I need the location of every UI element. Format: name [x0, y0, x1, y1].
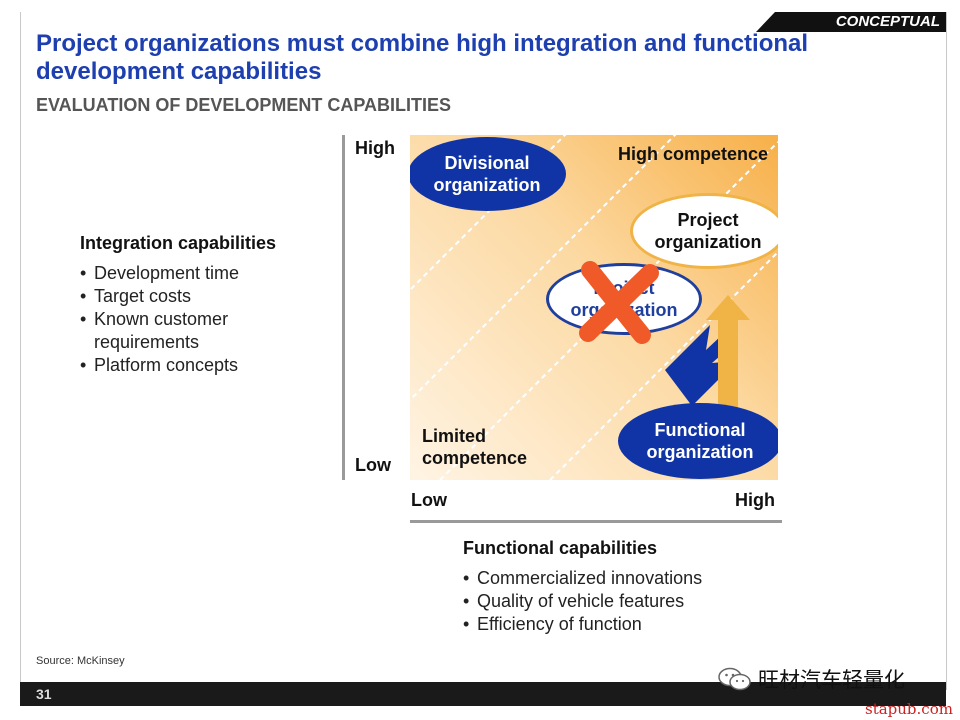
functional-organization: Functional organization	[618, 403, 778, 479]
x-axis-high-label: High	[735, 490, 775, 510]
footer-bar: 31	[20, 682, 946, 706]
wechat-watermark: 旺材汽车轻量化	[718, 664, 905, 694]
list-item: Quality of vehicle features	[463, 590, 793, 613]
list-item: Platform concepts	[80, 354, 330, 377]
functional-heading: Functional capabilities	[463, 538, 658, 558]
conceptual-badge: CONCEPTUAL	[756, 12, 946, 32]
watermark-text: 旺材汽车轻量化	[758, 668, 905, 692]
divisional-organization: Divisional organization	[410, 137, 566, 211]
project-organization-crossed: Project organization	[546, 263, 702, 335]
site-watermark: stapub.com	[865, 700, 953, 718]
orange-arrow-head-icon	[706, 295, 750, 320]
functional-list: Commercialized innovations Quality of ve…	[463, 567, 793, 636]
list-item: Target costs	[80, 285, 330, 308]
list-item: Efficiency of function	[463, 613, 793, 636]
project-organization-target: Project organization	[630, 193, 778, 269]
y-axis-low-label: Low	[355, 455, 391, 475]
y-axis-high-label: High	[355, 138, 395, 158]
high-competence-label: High competence	[617, 144, 768, 164]
slide-subtitle: EVALUATION OF DEVELOPMENT CAPABILITIES	[36, 95, 452, 115]
list-item: Commercialized innovations	[463, 567, 793, 590]
integration-heading: Integration capabilities	[80, 233, 277, 253]
capability-matrix: High competence Limited competence Divis…	[410, 135, 778, 480]
wechat-icon	[718, 667, 751, 691]
orange-arrow-shaft	[718, 315, 738, 430]
integration-capabilities: Integration capabilities Development tim…	[80, 233, 330, 377]
integration-list: Development time Target costs Known cust…	[80, 262, 330, 377]
x-axis-line	[410, 520, 782, 523]
list-item: Development time	[80, 262, 330, 285]
source-note: Source: McKinsey	[36, 655, 125, 667]
list-item: Known customer requirements	[80, 308, 330, 354]
page-number: 31	[36, 686, 52, 702]
slide-title: Project organizations must combine high …	[36, 30, 809, 85]
functional-capabilities: Functional capabilities Commercialized i…	[463, 538, 793, 636]
x-axis-low-label: Low	[411, 490, 447, 510]
limited-competence-label: Limited competence	[422, 426, 528, 468]
y-axis-line	[342, 135, 345, 480]
